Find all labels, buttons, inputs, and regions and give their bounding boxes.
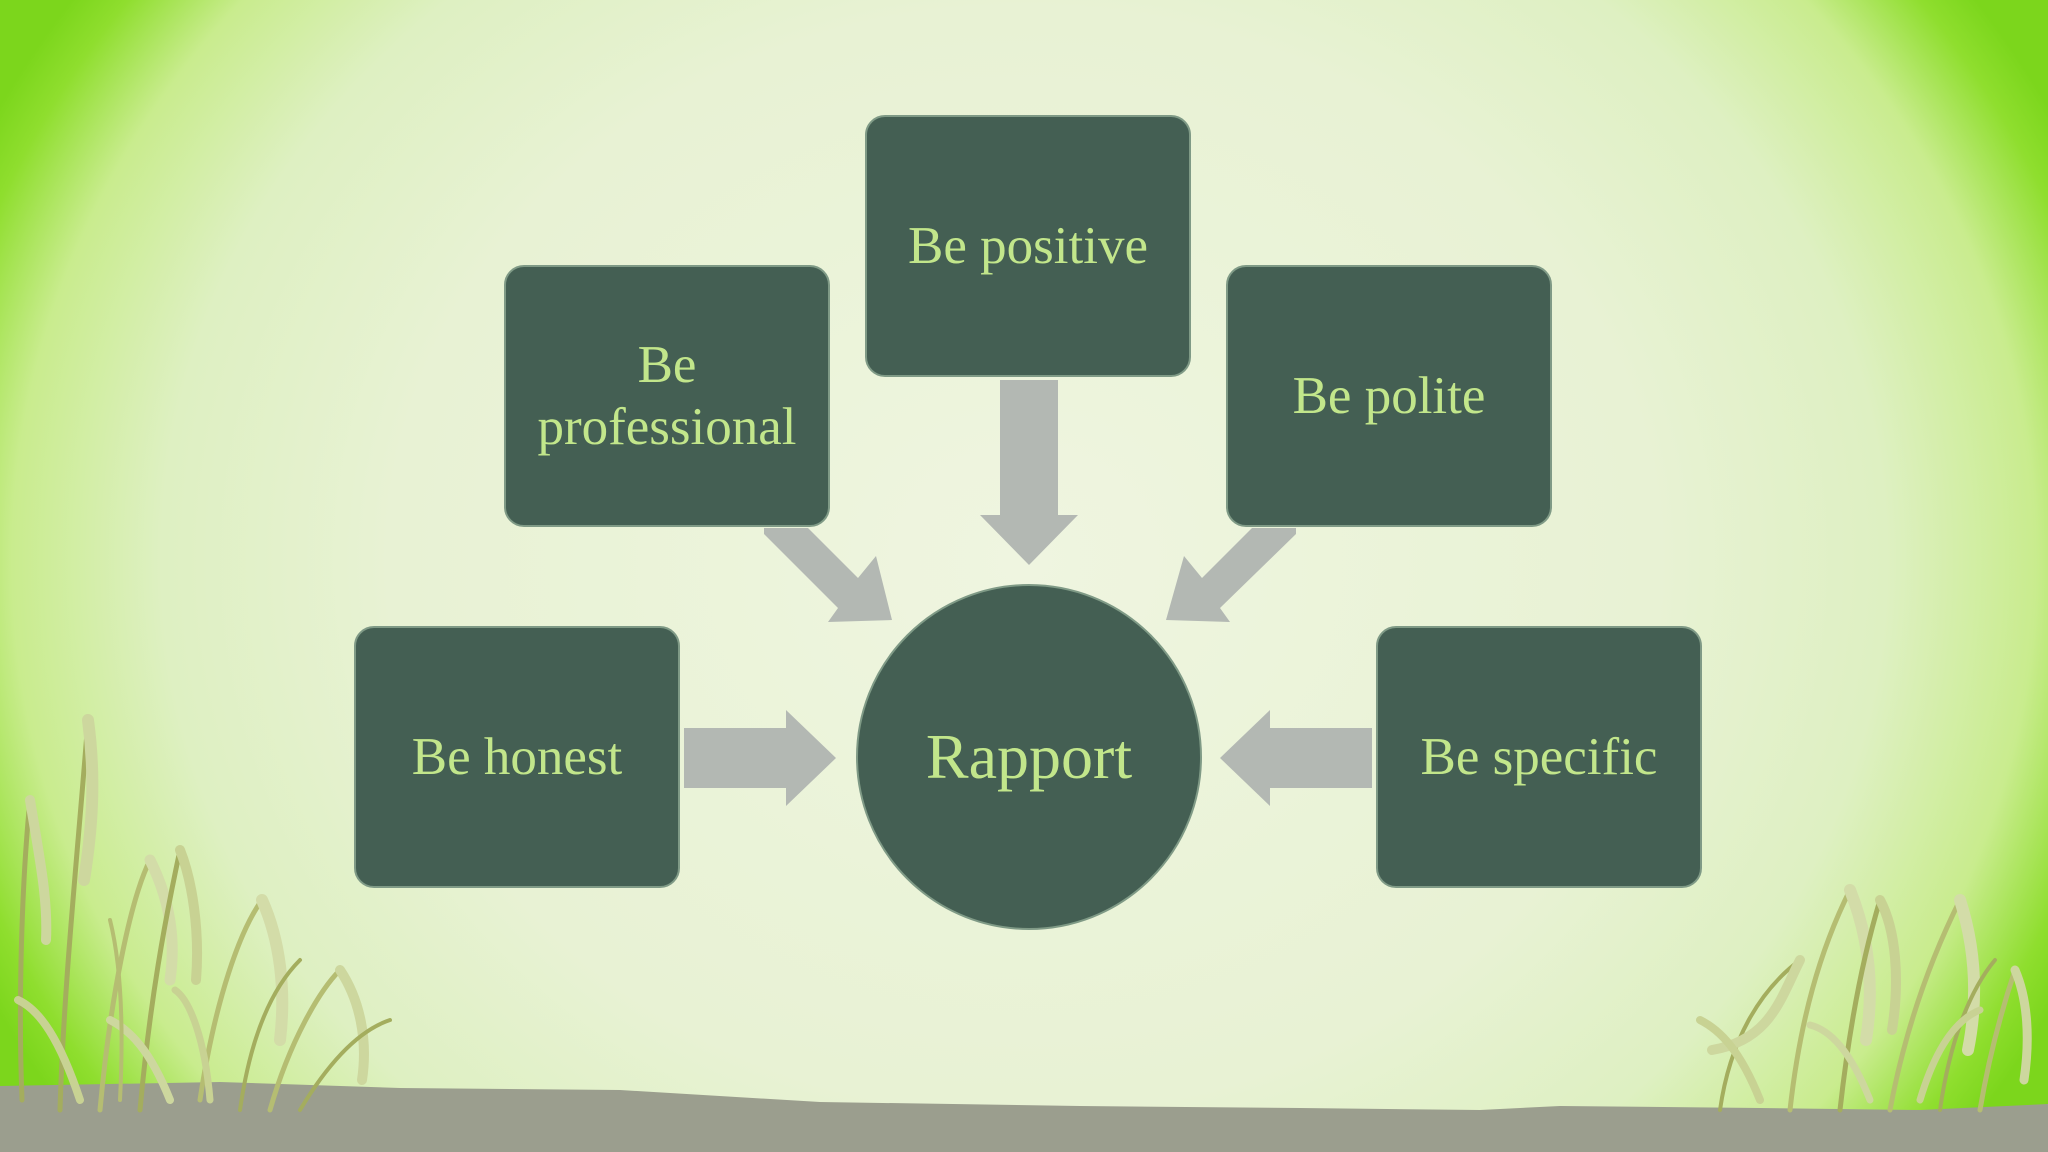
grass-left-icon <box>14 714 392 1113</box>
node-be-honest: Be honest <box>354 626 680 888</box>
ground <box>0 1082 2048 1152</box>
arrow-positive-to-rapport <box>980 380 1078 565</box>
node-be-polite: Be polite <box>1226 265 1552 527</box>
node-label: Be specific <box>1420 728 1658 786</box>
center-label: Rapport <box>925 721 1133 792</box>
arrow-honest-to-rapport <box>684 710 836 806</box>
node-label: Be positive <box>908 217 1148 275</box>
node-label: Be professional <box>537 336 797 456</box>
node-be-specific: Be specific <box>1376 626 1702 888</box>
node-label: Be polite <box>1292 367 1486 425</box>
node-label: Be honest <box>411 728 623 786</box>
node-be-positive: Be positive <box>865 115 1191 377</box>
node-be-professional: Be professional <box>504 265 830 527</box>
arrow-polite-to-rapport <box>1166 528 1296 622</box>
grass-right-icon <box>1696 884 2032 1113</box>
center-node-rapport: Rapport <box>856 584 1202 930</box>
arrow-professional-to-rapport <box>764 528 892 622</box>
arrow-specific-to-rapport <box>1220 710 1372 806</box>
